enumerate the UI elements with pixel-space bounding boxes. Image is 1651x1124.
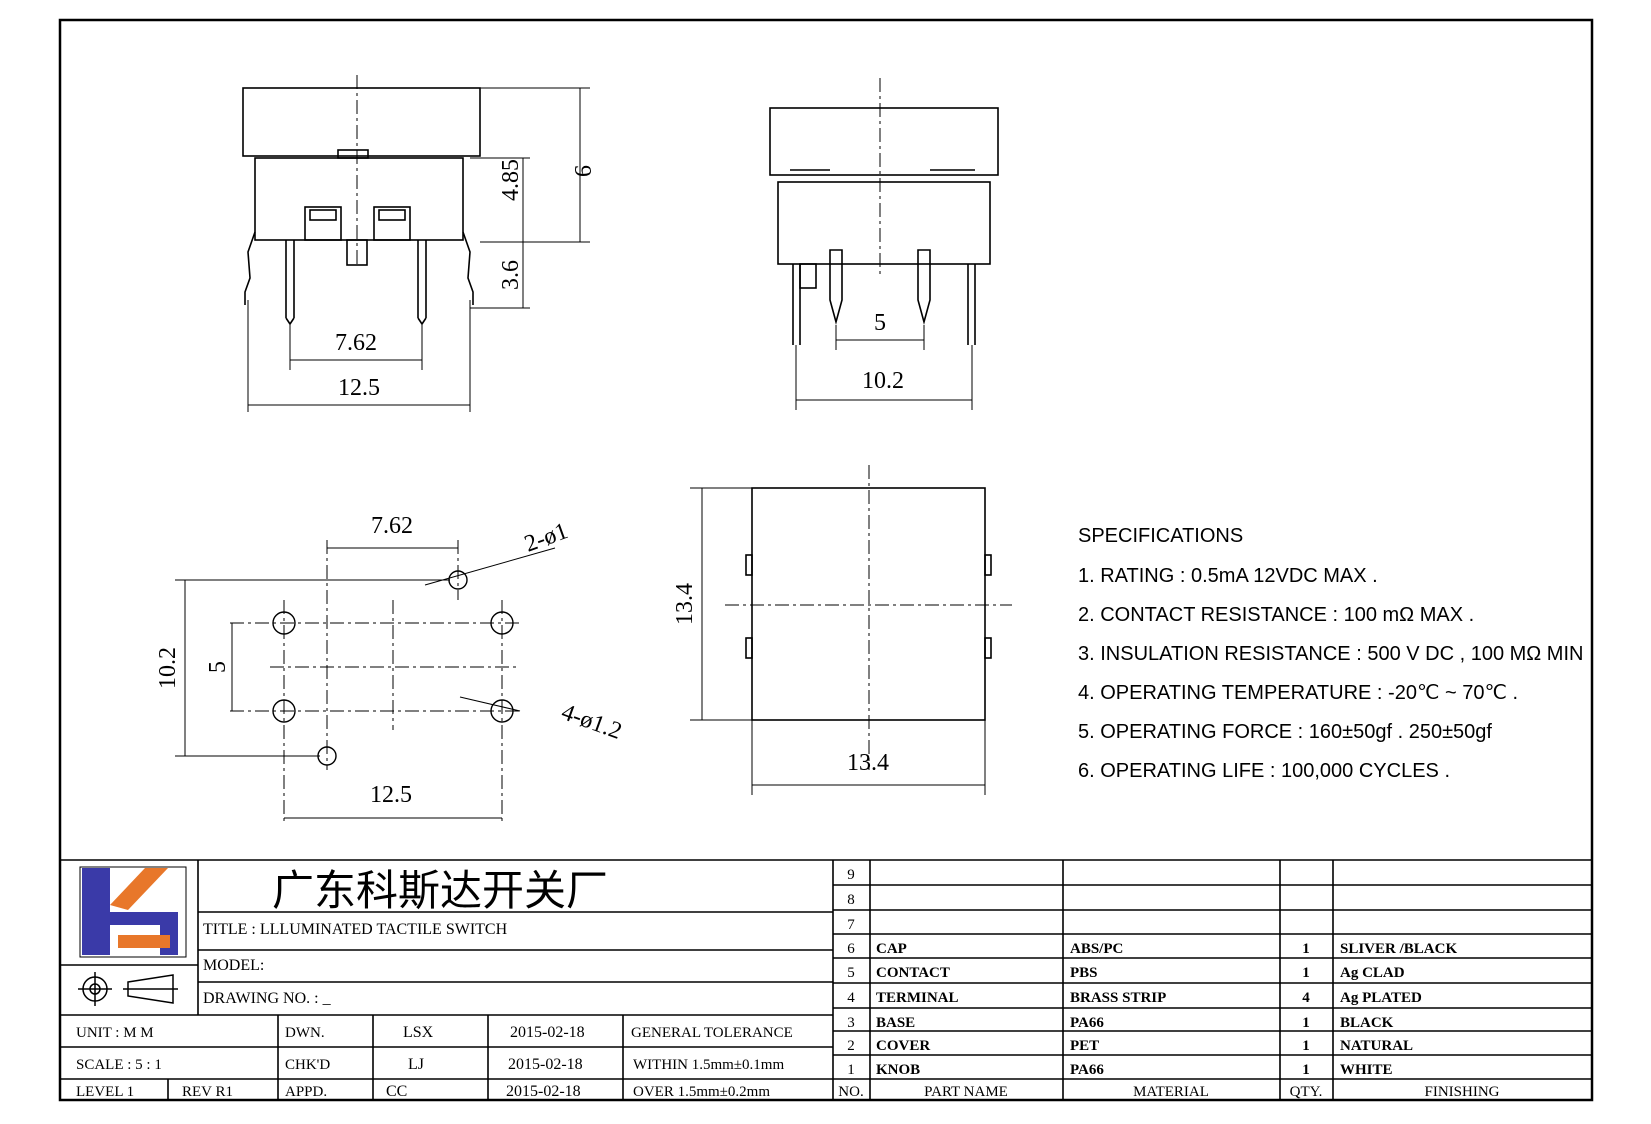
- bom-cell-finishing: WHITE: [1340, 1062, 1393, 1078]
- projection-symbol-icon: [78, 972, 178, 1006]
- company-logo: [79, 866, 187, 958]
- dwn-label: DWN.: [285, 1025, 325, 1041]
- bom-cell-material: PA66: [1070, 1015, 1104, 1031]
- bom-cell-part: BASE: [876, 1015, 915, 1031]
- bom-cell-qty: 1: [1302, 941, 1310, 957]
- dwn-name: LSX: [403, 1024, 434, 1041]
- bom-header-qty: QTY.: [1290, 1084, 1323, 1100]
- sheet-border: [58, 18, 1594, 1102]
- dim-front-pitch: 7.62: [335, 330, 377, 356]
- spec-item: 3. INSULATION RESISTANCE : 500 V DC , 10…: [1078, 643, 1583, 665]
- bom-cell-no: 8: [847, 892, 855, 908]
- dim-pcb-hole-small: 2-ø1: [521, 518, 571, 557]
- bom-cell-material: PBS: [1070, 965, 1098, 981]
- pcb-layout: [175, 540, 556, 825]
- bom-cell-material: ABS/PC: [1070, 941, 1123, 957]
- bom-cell-finishing: SLIVER /BLACK: [1340, 941, 1457, 957]
- tolerance-within: WITHIN 1.5mm±0.1mm: [633, 1057, 784, 1073]
- title-block: [60, 859, 1592, 1100]
- dim-top-height: 13.4: [672, 583, 698, 625]
- tolerance-over: OVER 1.5mm±0.2mm: [633, 1084, 770, 1100]
- appd-name: CC: [386, 1083, 407, 1100]
- bom-cell-qty: 1: [1302, 1015, 1310, 1031]
- bom-cell-no: 1: [847, 1062, 855, 1078]
- bom-cell-qty: 1: [1302, 1062, 1310, 1078]
- chkd-name: LJ: [408, 1056, 424, 1073]
- bom-cell-no: 3: [847, 1015, 855, 1031]
- bom-header-finishing: FINISHING: [1425, 1084, 1500, 1100]
- spec-item: 2. CONTACT RESISTANCE : 100 mΩ MAX .: [1078, 604, 1474, 626]
- bom-cell-no: 6: [847, 941, 855, 957]
- chkd-date: 2015-02-18: [508, 1056, 583, 1073]
- level-label: LEVEL 1: [76, 1084, 134, 1100]
- appd-label: APPD.: [285, 1084, 327, 1100]
- drawing-title: TITLE : LLLUMINATED TACTILE SWITCH: [203, 921, 508, 938]
- dim-front-width: 12.5: [338, 375, 380, 401]
- front-view: [242, 75, 590, 412]
- bom-cell-finishing: Ag PLATED: [1340, 990, 1422, 1006]
- specs-heading: SPECIFICATIONS: [1078, 525, 1243, 547]
- dwn-date: 2015-02-18: [510, 1024, 585, 1041]
- model-label: MODEL:: [203, 957, 264, 974]
- bom-cell-finishing: BLACK: [1340, 1015, 1394, 1031]
- bom-cell-material: BRASS STRIP: [1070, 990, 1166, 1006]
- dim-pcb-hole-large: 4-ø1.2: [558, 699, 625, 745]
- bom-cell-part: KNOB: [876, 1062, 920, 1078]
- bom-cell-qty: 4: [1302, 990, 1310, 1006]
- bom-header-part: PART NAME: [924, 1084, 1008, 1100]
- spec-item: 1. RATING : 0.5mA 12VDC MAX .: [1078, 565, 1378, 587]
- dim-front-pins: 3.6: [498, 260, 524, 290]
- spec-item: 4. OPERATING TEMPERATURE : -20℃ ~ 70℃ .: [1078, 682, 1518, 704]
- bom-cell-qty: 1: [1302, 965, 1310, 981]
- bom-cell-finishing: Ag CLAD: [1340, 965, 1405, 981]
- dim-front-height: 9: [569, 165, 595, 177]
- dim-pcb-pitch-x: 7.62: [371, 513, 413, 539]
- scale-label: SCALE : 5 : 1: [76, 1057, 162, 1073]
- dim-side-pitch: 5: [874, 310, 886, 336]
- bom-cell-qty: 1: [1302, 1038, 1310, 1054]
- bom-cell-part: COVER: [876, 1038, 930, 1054]
- bom-cell-no: 7: [847, 917, 855, 933]
- dim-top-width: 13.4: [847, 750, 889, 776]
- bom-cell-no: 4: [847, 990, 855, 1006]
- top-view: [690, 465, 1012, 795]
- bom-cell-finishing: NATURAL: [1340, 1038, 1413, 1054]
- dim-side-width: 10.2: [862, 368, 904, 394]
- dim-pcb-height: 10.2: [155, 647, 181, 689]
- dim-pcb-pitch-y: 5: [205, 661, 231, 673]
- appd-date: 2015-02-18: [506, 1083, 581, 1100]
- spec-item: 6. OPERATING LIFE : 100,000 CYCLES .: [1078, 760, 1450, 782]
- specifications: SPECIFICATIONS 1. RATING : 0.5mA 12VDC M…: [1078, 525, 1583, 782]
- bom-cell-part: TERMINAL: [876, 990, 959, 1006]
- dim-front-body: 4.85: [498, 159, 524, 201]
- general-tolerance: GENERAL TOLERANCE: [631, 1025, 793, 1041]
- bom-cell-no: 9: [847, 867, 855, 883]
- dim-pcb-width: 12.5: [370, 782, 412, 808]
- company-name: 广东科斯达开关厂: [272, 866, 608, 915]
- bom-cell-part: CONTACT: [876, 965, 950, 981]
- spec-item: 5. OPERATING FORCE : 160±50gf . 250±50gf: [1078, 721, 1492, 743]
- unit-label: UNIT : M M: [76, 1025, 154, 1041]
- bom-cell-part: CAP: [876, 941, 907, 957]
- chkd-label: CHK'D: [285, 1057, 330, 1073]
- side-view: [769, 78, 999, 410]
- bom-cell-no: 2: [847, 1038, 855, 1054]
- rev-label: REV R1: [182, 1084, 233, 1100]
- bom-cell-no: 5: [847, 965, 855, 981]
- bom-cell-material: PA66: [1070, 1062, 1104, 1078]
- bom-header-no: NO.: [838, 1084, 863, 1100]
- bom-header-material: MATERIAL: [1133, 1084, 1209, 1100]
- bom-cell-material: PET: [1070, 1038, 1099, 1054]
- drawing-no-label: DRAWING NO. : _: [203, 990, 332, 1007]
